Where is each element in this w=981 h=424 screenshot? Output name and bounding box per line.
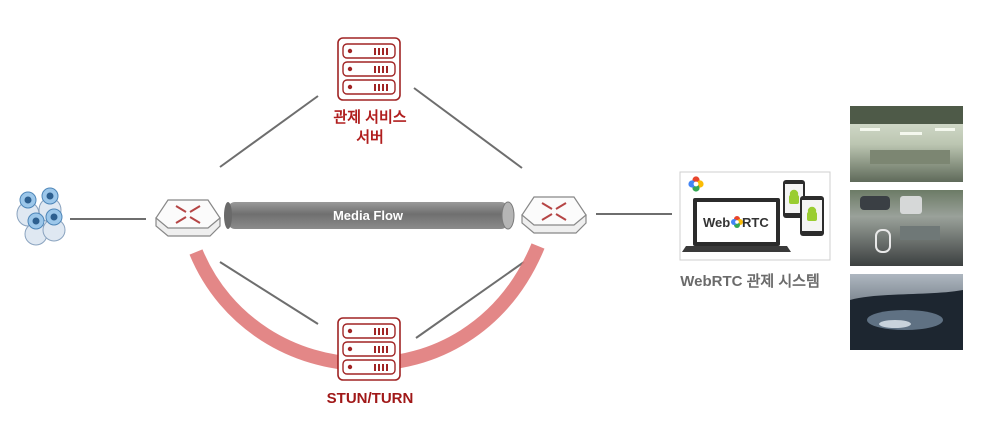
cctv-thumbnail-water — [850, 274, 963, 350]
relay-server-label-line1: 관제 서비스 — [333, 109, 407, 126]
server-rack-icon — [337, 317, 401, 381]
laptop-logo-left: Web — [703, 215, 730, 230]
webrtc-system-panel: Web RTC — [679, 171, 831, 261]
laptop-icon: Web RTC — [682, 198, 791, 252]
webrtc-logo-icon — [688, 176, 704, 192]
server-rack-icon — [337, 37, 401, 101]
user-group-icon — [16, 187, 66, 246]
android-icon — [807, 206, 817, 221]
router-icon — [521, 196, 587, 234]
android-icon — [789, 189, 799, 204]
media-flow-pipe: Media Flow — [224, 201, 515, 230]
cctv-thumbnail-office — [850, 106, 963, 182]
webrtc-logo-icon — [731, 216, 743, 228]
relay-server-label: 관제 서비스 서버 — [300, 108, 440, 148]
relay-server-label-line2: 서버 — [356, 129, 384, 146]
phone-icon — [800, 196, 824, 236]
media-flow-label: Media Flow — [333, 208, 404, 223]
laptop-logo-right: RTC — [742, 215, 769, 230]
stun-turn-label: STUN/TURN — [326, 390, 414, 407]
phone-icon — [783, 180, 805, 218]
webrtc-system-label: WebRTC 관제 시스템 — [680, 273, 820, 290]
cctv-thumbnail-road — [850, 190, 963, 266]
connector-lines — [70, 87, 672, 339]
router-icon — [155, 199, 221, 237]
